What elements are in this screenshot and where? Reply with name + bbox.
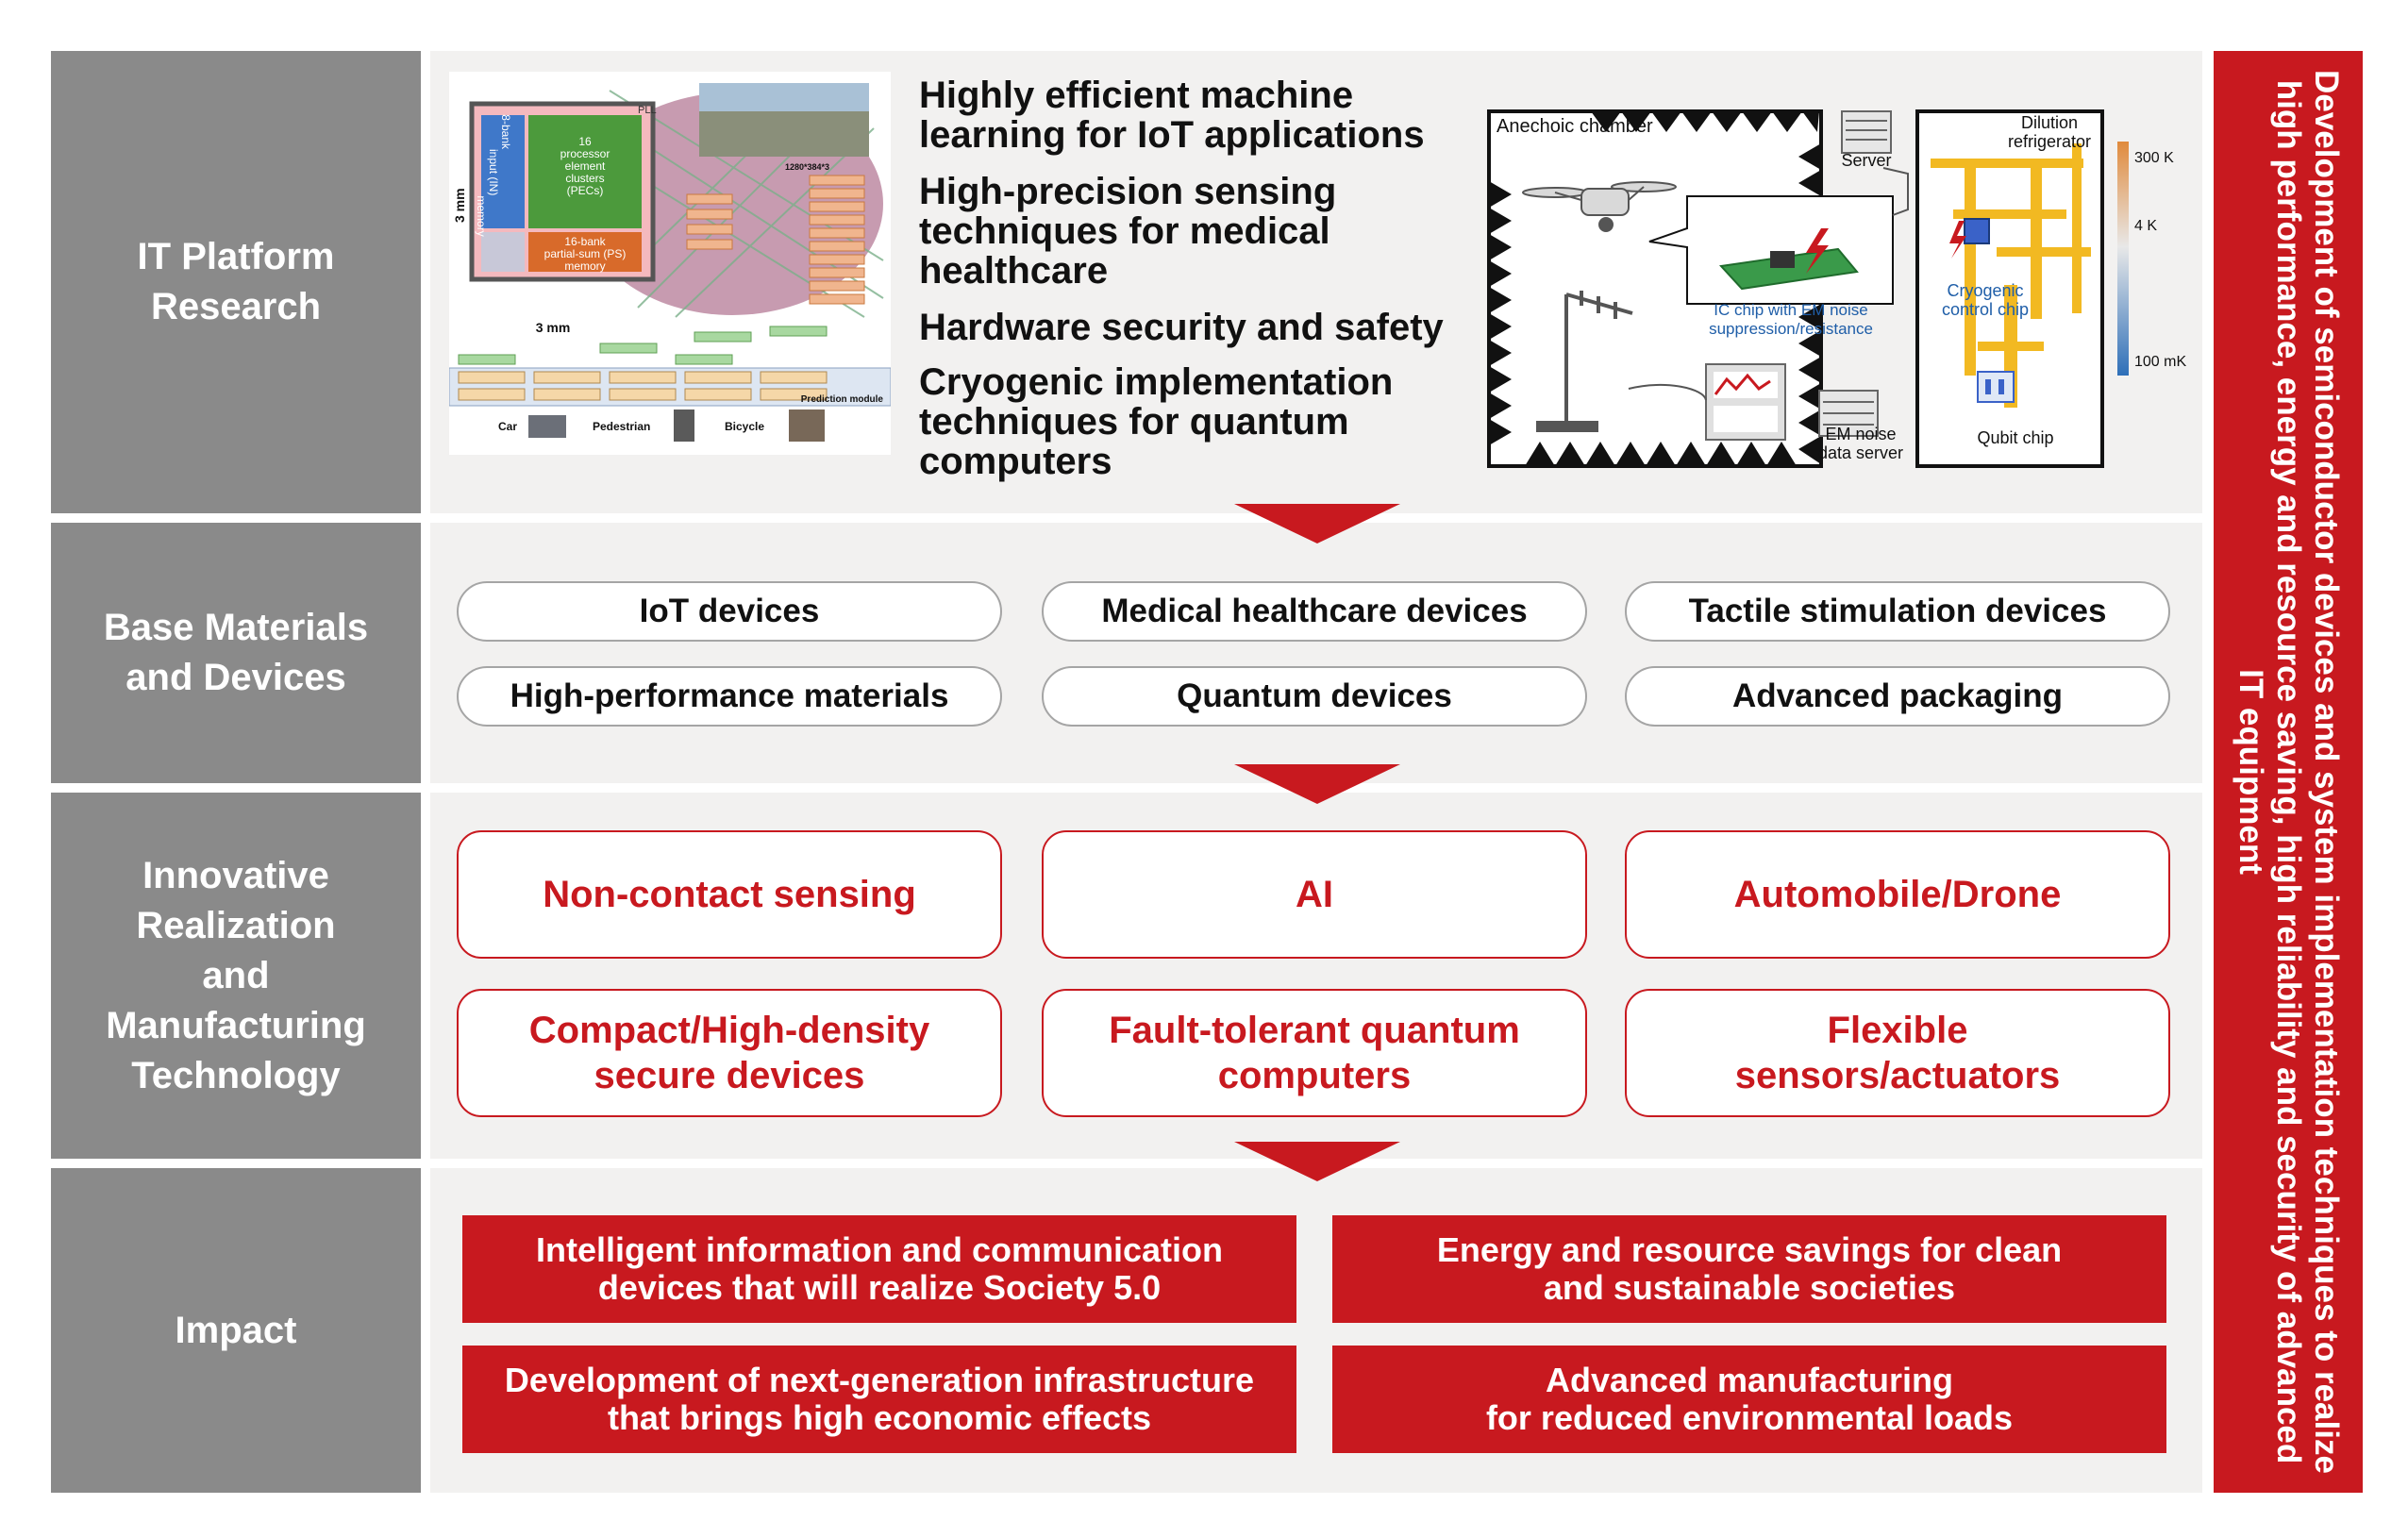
- chip-resolution-label: 1280*384*3: [785, 162, 829, 172]
- qubit-chip-icon: [1977, 371, 2015, 403]
- research-topic-cryogenic: Cryogenic implementation techniques for …: [919, 361, 1394, 482]
- row-label-it-platform-text: IT Platform Research: [137, 236, 335, 327]
- server-icon: [1841, 110, 1892, 154]
- device-iot: IoT devices: [457, 581, 1002, 642]
- row-label-base-materials-text: Base Materials and Devices: [103, 607, 369, 698]
- arrow-down-1: [1234, 504, 1400, 543]
- tech-automobile: Automobile/Drone: [1625, 830, 2170, 959]
- em-server-icon: [1818, 390, 1879, 437]
- impact-infrastructure: Development of next-generation infrastru…: [462, 1346, 1296, 1453]
- temp-300k: 300 K: [2134, 150, 2174, 166]
- chip-pll-label: PLL: [638, 105, 657, 116]
- temperature-scale: [2117, 142, 2129, 376]
- device-tactile: Tactile stimulation devices: [1625, 581, 2170, 642]
- tech-secure-devices: Compact/High-density secure devices: [457, 989, 1002, 1117]
- chip-dim-horizontal: 3 mm: [536, 320, 571, 335]
- device-medical: Medical healthcare devices: [1042, 581, 1587, 642]
- impact-energy: Energy and resource savings for clean an…: [1332, 1215, 2166, 1323]
- qubit-chip-label: Qubit chip: [1977, 428, 2053, 447]
- drone-icon: [1522, 181, 1677, 232]
- tech-non-contact: Non-contact sensing: [457, 830, 1002, 959]
- chip-label-pedestrian: Pedestrian: [593, 420, 650, 433]
- cryo-chip-icon: [1964, 218, 1990, 244]
- row-label-impact: Impact: [51, 1168, 421, 1493]
- research-topic-ml: Highly efficient machine learning for Io…: [919, 75, 1425, 156]
- antenna-icon: [1536, 291, 1633, 432]
- car-thumbnail: [528, 415, 566, 438]
- row-label-base-materials: Base Materials and Devices: [51, 523, 421, 783]
- arrow-down-3: [1234, 1142, 1400, 1181]
- anechoic-label: Anechoic chamber: [1497, 116, 1653, 137]
- server-label: Server: [1841, 151, 1891, 170]
- temp-100mk: 100 mK: [2134, 354, 2186, 370]
- row-label-innovative: Innovative Realization and Manufacturing…: [51, 793, 421, 1159]
- research-topic-sensing: High-precision sensing techniques for me…: [919, 171, 1337, 292]
- side-banner-text: Development of semiconductor devices and…: [2232, 70, 2345, 1474]
- impact-society: Intelligent information and communicatio…: [462, 1215, 1296, 1323]
- ic-board-icon: [1718, 247, 1859, 291]
- pedestrian-thumbnail: [674, 410, 694, 442]
- monitor-icon: [1705, 363, 1786, 441]
- tech-quantum-computers: Fault-tolerant quantum computers: [1042, 989, 1587, 1117]
- temp-4k: 4 K: [2134, 218, 2157, 234]
- row-label-impact-text: Impact: [175, 1309, 297, 1351]
- impact-manufacturing: Advanced manufacturing for reduced envir…: [1332, 1346, 2166, 1453]
- lightning-icon: [1806, 228, 1829, 274]
- side-banner: Development of semiconductor devices and…: [2214, 51, 2363, 1493]
- chip-label-car: Car: [498, 420, 517, 433]
- device-packaging: Advanced packaging: [1625, 666, 2170, 727]
- device-materials: High-performance materials: [457, 666, 1002, 727]
- row-label-it-platform: IT Platform Research: [51, 51, 421, 513]
- chip-prediction-module: Prediction module: [801, 394, 884, 405]
- tech-ai: AI: [1042, 830, 1587, 959]
- chip-label-bicycle: Bicycle: [725, 420, 764, 433]
- row-label-innovative-text: Innovative Realization and Manufacturing…: [106, 854, 366, 1096]
- panel-base-materials: [430, 523, 2202, 783]
- device-quantum: Quantum devices: [1042, 666, 1587, 727]
- chip-input-label: 8-bankinput (IN)memory: [475, 114, 512, 236]
- tech-flexible: Flexible sensors/actuators: [1625, 989, 2170, 1117]
- research-topic-security: Hardware security and safety: [919, 307, 1444, 348]
- bicycle-thumbnail: [789, 410, 825, 442]
- arrow-down-2: [1234, 764, 1400, 804]
- chip-dim-vertical: 3 mm: [452, 188, 467, 223]
